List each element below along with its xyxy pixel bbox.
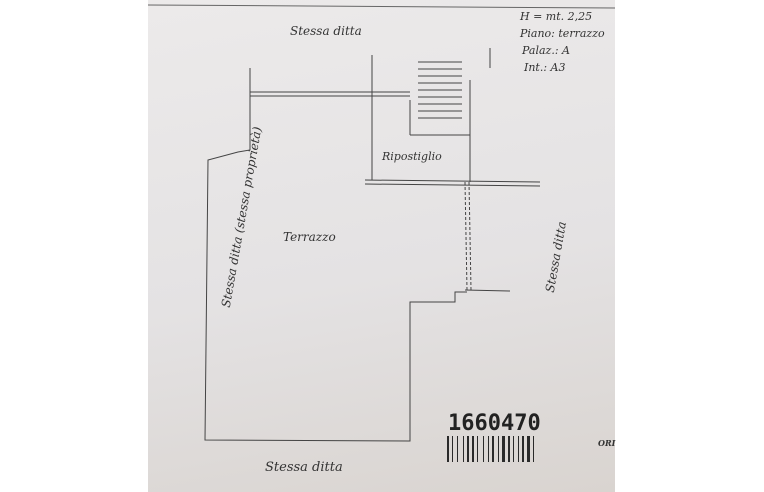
barcode-bar (447, 436, 449, 462)
label-top-neighbor: Stessa ditta (290, 24, 362, 38)
barcode-bar (513, 436, 514, 462)
info-height: H = mt. 2,25 (520, 10, 593, 23)
barcode-bar (502, 436, 505, 462)
floor-plan-sheet (148, 0, 615, 492)
label-storage: Ripostiglio (382, 150, 442, 163)
barcode-bar (457, 436, 458, 462)
stamp-text: ORI (598, 438, 616, 448)
barcode-bar (463, 436, 464, 462)
barcode-bar (477, 436, 478, 462)
info-building: Palaz.: A (522, 44, 570, 57)
barcode-bar (522, 436, 524, 462)
barcode-bar (483, 436, 484, 462)
barcode-bar (472, 436, 474, 462)
barcode-bar (518, 436, 519, 462)
barcode-bar (527, 436, 530, 462)
label-terrace: Terrazzo (283, 230, 336, 244)
barcode-bar (452, 436, 453, 462)
label-bottom-neighbor: Stessa ditta (265, 460, 343, 475)
terrace-outline (204, 68, 511, 442)
barcode-bar (488, 436, 489, 462)
storage-room-walls (364, 48, 541, 187)
barcode-bar (508, 436, 510, 462)
barcode-bar (533, 436, 534, 462)
barcode-number: 1660470 (448, 411, 541, 436)
barcode-bar (492, 436, 494, 462)
staircase (418, 61, 462, 119)
info-floor: Piano: terrazzo (520, 27, 605, 40)
sheet-top-edge (147, 4, 616, 9)
barcode-bar (467, 436, 469, 462)
info-unit: Int.: A3 (524, 61, 566, 74)
barcode-bar (498, 436, 499, 462)
